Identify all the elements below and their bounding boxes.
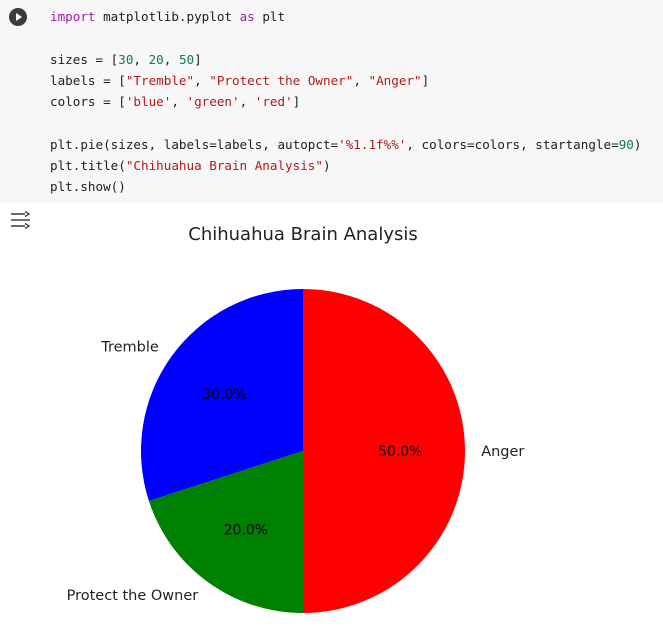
code-token: import [50, 9, 96, 24]
pie-category-label: Tremble [100, 339, 159, 355]
code-line: plt.show() [50, 176, 641, 197]
code-token: , [163, 51, 179, 67]
code-token: 50 [178, 51, 195, 67]
cell-output: Chihuahua Brain Analysis 30.0% Tremble 20.… [0, 203, 663, 632]
pie-category-label: Protect the Owner [67, 588, 199, 604]
code-token: ] [421, 72, 430, 88]
chart-title: Chihuahua Brain Analysis [188, 224, 417, 245]
code-line: import matplotlib.pyplot as plt [50, 6, 641, 27]
play-icon [16, 13, 22, 21]
run-cell-button[interactable] [9, 8, 27, 26]
code-token: "Tremble" [125, 72, 195, 88]
code-line: labels = ["Tremble", "Protect the Owner"… [50, 70, 641, 91]
code-token: 90 [618, 136, 634, 152]
pie-chart: Chihuahua Brain Analysis 30.0% Tremble 20.… [67, 224, 524, 613]
code-token: , [171, 94, 187, 110]
code-line [50, 112, 641, 133]
code-line: plt.title("Chihuahua Brain Analysis") [50, 155, 641, 176]
code-token: , [194, 72, 210, 88]
code-token: ] [292, 94, 301, 110]
output-settings-icon [11, 210, 31, 230]
code-line [50, 27, 641, 48]
pie-slice [148, 451, 303, 613]
code-token: , [353, 72, 369, 88]
code-token: 'red' [254, 94, 293, 110]
code-token: , [133, 51, 149, 67]
pie-percent-label: 30.0% [202, 387, 246, 403]
pie-category-label: Anger [481, 444, 524, 460]
code-cell[interactable]: import matplotlib.pyplot as plt sizes = [… [0, 0, 663, 203]
code-token: sizes = [ [50, 51, 119, 67]
code-token: plt.pie(sizes, labels=labels, autopct= [50, 136, 339, 152]
code-token: ) [633, 136, 642, 152]
code-token: ) [322, 158, 331, 174]
code-token: as [239, 9, 255, 24]
code-token: plt.title( [50, 158, 126, 174]
code-token: '%1.1f%%' [338, 136, 407, 152]
code-token: 'blue' [125, 94, 172, 110]
code-token: 'green' [186, 94, 240, 110]
code-token: 20 [148, 51, 164, 67]
code-token: "Anger" [368, 72, 422, 88]
code-token: , [239, 94, 255, 110]
code-token: ] [194, 51, 202, 67]
code-token: , colors=colors, startangle= [406, 136, 619, 152]
code-token: "Chihuahua Brain Analysis" [125, 158, 323, 174]
code-token: matplotlib.pyplot [95, 9, 240, 24]
code-line: plt.pie(sizes, labels=labels, autopct='%… [50, 134, 641, 155]
code-token: "Protect the Owner" [209, 72, 354, 88]
code-line: colors = ['blue', 'green', 'red'] [50, 91, 641, 112]
code-token: plt [254, 9, 286, 24]
pie-percent-label: 50.0% [378, 444, 422, 460]
pie-slice [140, 289, 303, 502]
code-line: sizes = [30, 20, 50] [50, 49, 641, 70]
code-token: labels = [ [50, 72, 126, 88]
code-token: 30 [118, 51, 134, 67]
pie-slice [303, 289, 465, 613]
code-editor[interactable]: import matplotlib.pyplot as plt sizes = [… [50, 6, 641, 198]
code-token: colors = [ [50, 94, 126, 110]
code-token: plt.show() [50, 179, 126, 195]
pie-percent-label: 20.0% [224, 523, 268, 539]
output-settings-button[interactable] [10, 210, 32, 230]
